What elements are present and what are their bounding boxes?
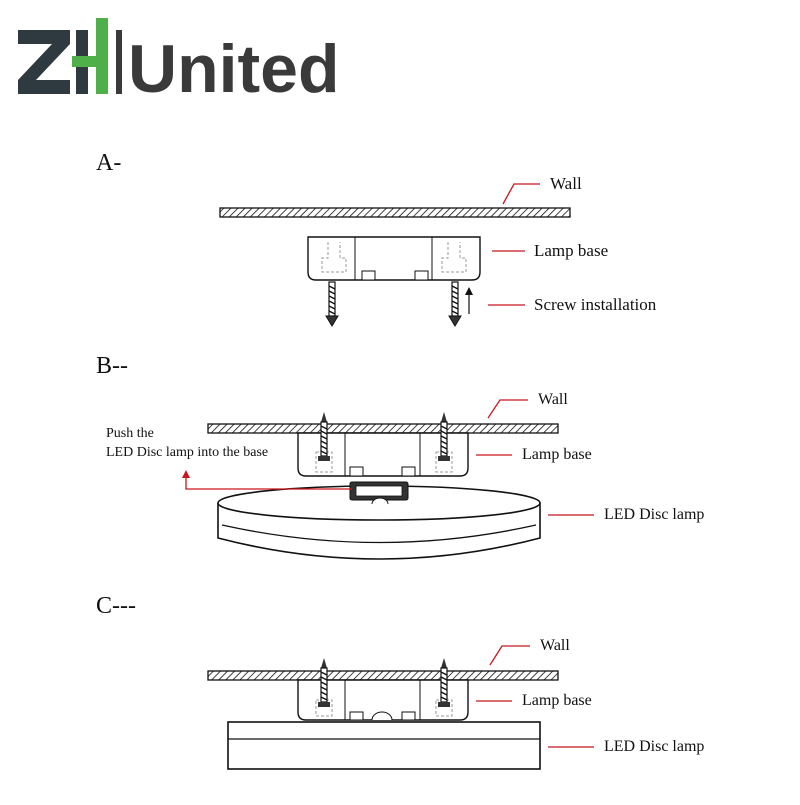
logo: ZH United — [18, 18, 340, 107]
step-a: A- Wall — [96, 150, 657, 327]
step-a-up-arrow-icon — [465, 287, 473, 314]
logo-wordmark: United — [128, 31, 340, 107]
step-c-wall-label: Wall — [540, 637, 570, 654]
step-b: B-- — [96, 353, 704, 560]
step-c-disc-lamp — [227, 721, 541, 770]
step-b-title: B-- — [96, 353, 128, 379]
step-a-screw-left — [325, 281, 339, 327]
step-b-lamp-label: LED Disc lamp — [604, 506, 704, 523]
step-c-lamp-label: LED Disc lamp — [604, 738, 704, 755]
step-b-screw-right — [438, 412, 450, 461]
logo-z-glyph — [18, 30, 70, 94]
step-b-wall-leader — [487, 399, 528, 419]
step-a-screw-right — [448, 281, 462, 327]
logo-divider — [116, 30, 122, 94]
logo-h-right-bar — [96, 18, 108, 94]
step-a-wall — [219, 207, 571, 218]
step-b-wall — [207, 423, 559, 434]
step-b-base-label: Lamp base — [522, 446, 592, 463]
step-b-wall-label: Wall — [538, 391, 568, 408]
step-b-note-line1: Push the — [106, 426, 154, 441]
step-a-lamp-base — [307, 236, 481, 281]
step-a-wall-leader — [502, 183, 540, 205]
logo-h-crossbar — [72, 56, 104, 67]
step-a-screw-label: Screw installation — [534, 295, 657, 314]
step-c-lamp-base — [297, 679, 469, 721]
step-a-base-label: Lamp base — [534, 241, 608, 260]
step-b-note-line2: LED Disc lamp into the base — [106, 445, 268, 460]
step-c-base-label: Lamp base — [522, 692, 592, 709]
step-c-title: C--- — [96, 593, 136, 619]
step-b-push-arrow — [182, 470, 352, 490]
step-c-wall — [207, 670, 559, 681]
step-b-lamp-base — [297, 432, 469, 477]
step-a-wall-label: Wall — [550, 174, 582, 193]
step-b-disc-lamp — [217, 481, 541, 560]
step-c-wall-leader — [489, 645, 530, 666]
step-c-screw-right — [438, 658, 450, 707]
step-a-title: A- — [96, 150, 121, 176]
step-c: C--- Wall — [96, 593, 704, 770]
step-c-screw-left — [318, 658, 330, 707]
step-b-screw-left — [318, 412, 330, 461]
